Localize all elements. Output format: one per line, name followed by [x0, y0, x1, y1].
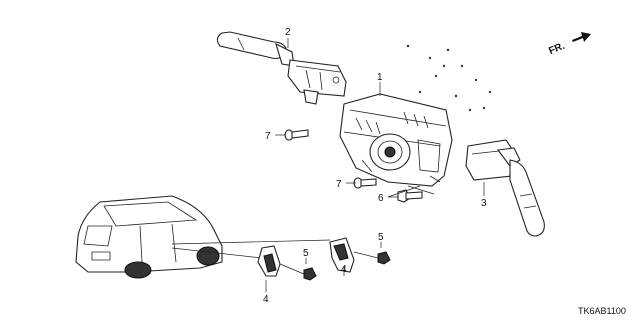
callout-2: 2	[285, 27, 291, 38]
screw-7-lower	[353, 177, 377, 189]
front-direction-indicator: FR.	[547, 32, 591, 57]
diagram-code: TK6AB1100	[578, 306, 626, 316]
callout-5-right: 5	[378, 232, 384, 243]
callout-4-left: 4	[263, 294, 269, 305]
callout-7-lower: 7	[336, 179, 342, 190]
cable-reel-assembly	[339, 93, 453, 187]
connector-leader-dots	[406, 44, 492, 112]
door-switch-sensor-right	[329, 237, 355, 273]
door-switch-sensor-left	[257, 245, 281, 277]
callout-6: 6	[378, 193, 384, 204]
callout-5-left: 5	[303, 248, 309, 259]
bolt-5-right	[353, 251, 391, 265]
vehicle-outline	[75, 195, 223, 279]
combination-switch-stalk-upper	[216, 31, 347, 105]
combination-switch-stalk-lower	[465, 139, 545, 237]
callout-3: 3	[481, 198, 487, 209]
callout-leaders	[265, 38, 485, 292]
callout-1: 1	[377, 72, 383, 83]
direction-label: FR.	[547, 41, 566, 57]
callout-4-right: 4	[341, 264, 347, 275]
callout-7-upper: 7	[265, 131, 271, 142]
bolt-5-left	[279, 263, 317, 281]
front-arrow-icon	[572, 32, 591, 42]
sensor-leader-lines	[171, 239, 331, 259]
bolt-6	[397, 189, 423, 203]
screw-7-upper	[284, 129, 309, 141]
